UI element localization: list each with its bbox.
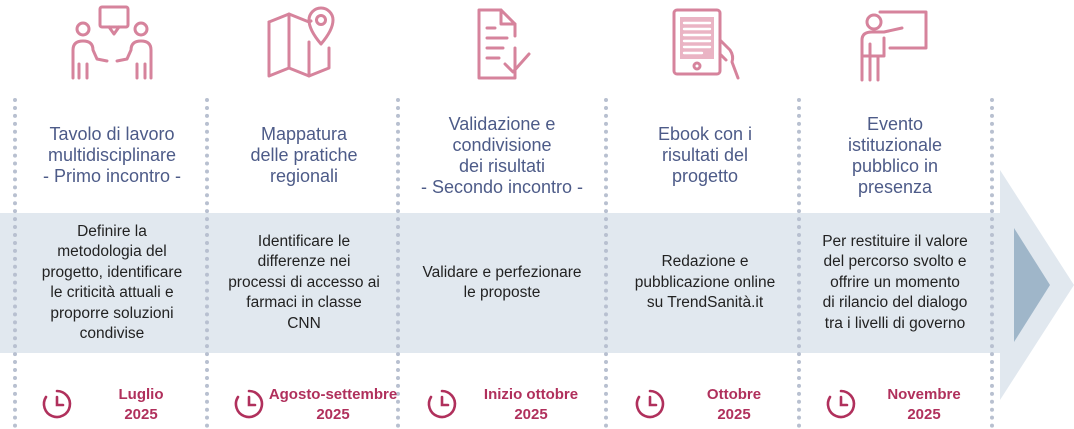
phase-title: Evento istituzionale pubblico in presenz… [847,114,943,197]
clock-icon [427,389,457,419]
phase-5: Evento istituzionale pubblico in presenz… [801,0,989,429]
phase-date-row: Inizio ottobre 2025 [402,378,602,423]
phase-1: Tavolo di lavoro multidisciplinare - Pri… [17,0,207,429]
phase-date-row: Luglio 2025 [17,378,207,423]
phase-4: Ebook con i risultati del progetto Redaz… [610,0,800,429]
timeline-separator [396,98,400,428]
phase-title: Mappatura delle pratiche regionali [250,124,358,186]
map-pin-icon [267,6,335,78]
timeline-separator [797,98,801,428]
phase-title: Tavolo di lavoro multidisciplinare - Pri… [42,124,182,186]
phase-date-row: Ottobre 2025 [610,378,800,423]
timeline-separator [604,98,608,428]
phase-2: Mappatura delle pratiche regionali Ident… [209,0,399,429]
phase-description: Validare e perfezionare le proposte [422,263,582,302]
phase-description: Per restituire il valore del percorso sv… [822,232,968,332]
phase-date-row: Novembre 2025 [801,378,989,423]
phase-date: Luglio 2025 [118,386,164,423]
timeline-separator [205,98,209,428]
timeline-separator [13,98,17,428]
phase-3: Validazione e condivisione dei risultati… [402,0,602,429]
presenter-board-icon [860,10,928,82]
phase-description: Definire la metodologia del progetto, id… [41,222,183,343]
timeline-band [0,213,1000,353]
phase-date: Agosto-settembre 2025 [268,386,398,423]
meeting-icon [71,5,153,80]
phase-description: Redazione e pubblicazione online su Tren… [634,253,776,312]
document-check-icon [477,8,531,80]
phase-date: Inizio ottobre 2025 [483,386,579,423]
ebook-tablet-icon [672,8,740,80]
clock-icon [635,389,665,419]
phase-title: Ebook con i risultati del progetto [657,124,753,186]
clock-icon [42,389,72,419]
clock-icon [826,389,856,419]
phase-title: Validazione e condivisione dei risultati… [420,114,584,197]
phase-date-row: Agosto-settembre 2025 [209,378,399,423]
phase-date: Novembre 2025 [887,386,961,423]
phase-description: Identificare le differenze nei processi … [228,232,380,332]
clock-icon [234,389,264,419]
phase-date: Ottobre 2025 [706,386,762,423]
timeline-separator [990,98,994,428]
